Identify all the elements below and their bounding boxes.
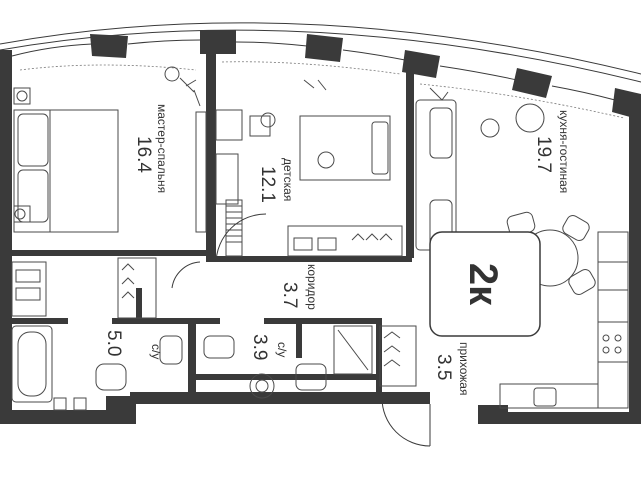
facade-curve-inner (0, 29, 641, 83)
room-label-bathroom-1: с/у 5.0 (103, 330, 163, 359)
room-label-kids-room: детская 12.1 (257, 158, 295, 203)
room-area: 12.1 (257, 166, 278, 203)
room-area: 3.9 (249, 334, 270, 360)
room-name: мастер-спальня (155, 104, 169, 193)
room-label-hallway: прихожая 3.5 (433, 342, 471, 395)
kids-room-furniture (215, 61, 403, 257)
room-name: прихожая (457, 342, 471, 395)
facade-curve (0, 22, 641, 75)
apartment-type-badge: 2к (429, 231, 541, 337)
master-bedroom-furniture (13, 64, 207, 233)
room-name: кухня-гостиная (557, 110, 571, 193)
room-area: 5.0 (103, 330, 124, 356)
room-area: 16.4 (133, 136, 154, 173)
corridor-fixtures (117, 213, 431, 447)
room-name: с/у (149, 344, 163, 359)
bathroom-2-fixtures (203, 325, 373, 399)
room-area: 19.7 (533, 136, 554, 173)
room-label-corridor: коридор 3.7 (279, 264, 319, 310)
badge-label: 2к (461, 263, 505, 306)
walls (0, 30, 641, 424)
window-pier-2 (200, 30, 236, 54)
room-name: коридор (305, 264, 319, 310)
window-pier-5 (512, 68, 552, 98)
room-name: с/у (275, 342, 289, 357)
window-pier-3 (305, 34, 343, 62)
room-label-kitchen-living: кухня-гостиная 19.7 (533, 110, 571, 193)
room-name: детская (281, 158, 295, 201)
room-area: 3.5 (433, 354, 454, 380)
bathroom-1-fixtures (11, 261, 183, 411)
room-label-master-bedroom: мастер-спальня 16.4 (133, 104, 169, 193)
room-area: 3.7 (279, 282, 300, 308)
window-pier-1 (90, 34, 128, 58)
room-label-bathroom-2: с/у 3.9 (249, 334, 289, 360)
